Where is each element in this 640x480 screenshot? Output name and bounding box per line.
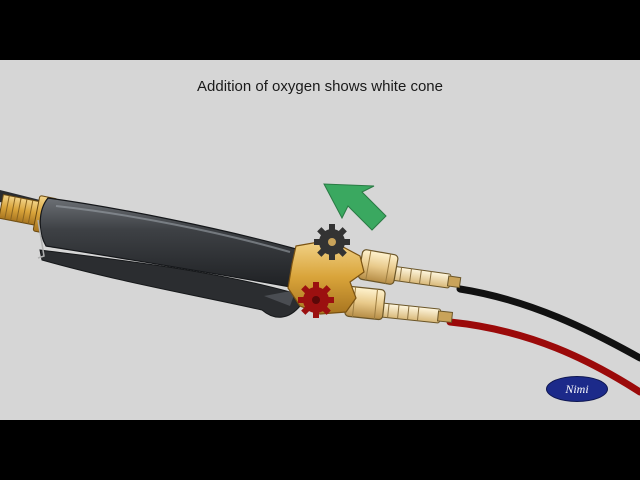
letterbox-top <box>0 0 640 60</box>
animation-stage: Addition of oxygen shows white cone Nimi <box>0 60 640 420</box>
acetylene-hose-fitting <box>377 302 454 324</box>
nimi-logo: Nimi <box>546 376 608 402</box>
caption-text: Addition of oxygen shows white cone <box>197 78 443 95</box>
letterbox-bottom <box>0 420 640 480</box>
oxygen-hose-fitting <box>391 265 462 289</box>
down-left-arrow-icon <box>323 183 387 231</box>
acetylene-hose <box>446 318 640 396</box>
clip-wire <box>37 219 45 259</box>
oxygen-valve-knob <box>314 224 350 260</box>
handle-highlight <box>55 205 291 253</box>
torch-lever <box>39 249 301 318</box>
torch-illustration <box>0 183 640 396</box>
acetylene-valve-knob <box>298 282 334 318</box>
oxygen-hose <box>456 285 640 362</box>
lever-tip <box>264 290 296 306</box>
oxygen-connector-nut <box>357 249 399 285</box>
